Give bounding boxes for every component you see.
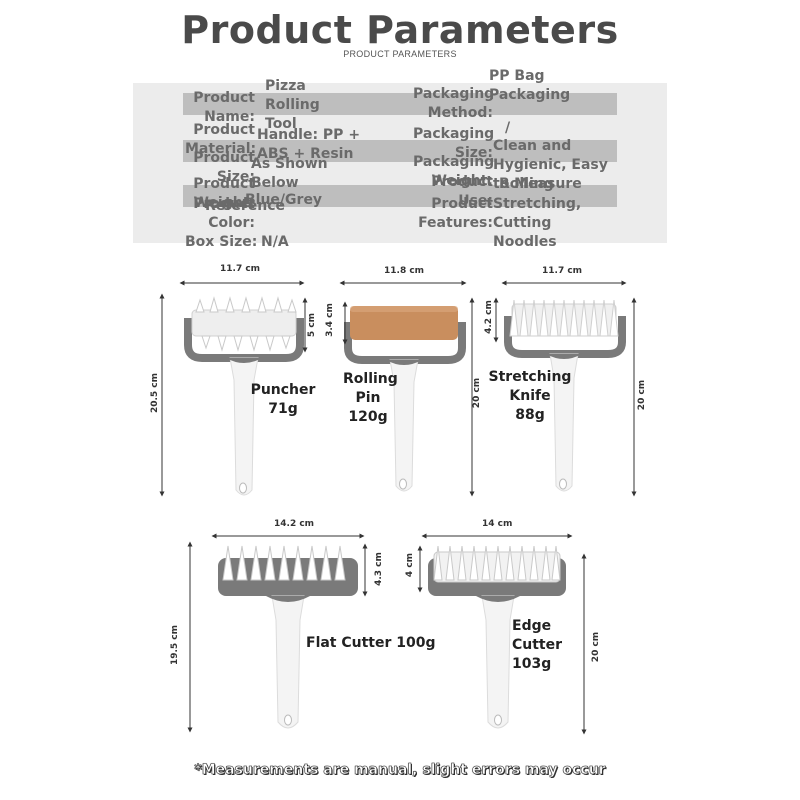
rolling-pin-tool [344,306,466,492]
puncher-weight: 71g [268,401,298,417]
param-label-packaging-size: Packaging Size: [413,126,495,161]
param-value-packaging-method: PP Bag Packaging [489,68,571,103]
edge-cutter-name: Edge Cutter [512,618,563,653]
table-stripe [183,140,617,162]
rolling-pin-height-label: 20 cm [472,377,482,409]
param-value-packaging-size: / [505,120,511,136]
rolling-pin-width-label: 11.8 cm [384,266,425,276]
param-value-box: N/A [261,234,289,250]
edge-cutter-label: Edge Cutter 103g [512,617,568,674]
puncher-name: Puncher [250,382,316,398]
puncher-width-label: 11.7 cm [220,264,261,274]
table-stripe [183,93,617,115]
param-label-weight: Product Weight: [193,176,255,211]
rolling-pin-head-label: 3.4 cm [325,303,335,337]
table-stripe [183,185,617,207]
param-value-size: As Shown Below [251,156,328,191]
puncher-head-label: 5 cm [307,312,317,338]
edge-cutter-width-label: 14 cm [482,519,513,529]
param-value-name: Pizza Rolling Tool [265,78,320,132]
rolling-pin-name: Rolling Pin [343,371,398,406]
param-label-packaging-weight: Packaging Weight: [413,154,495,189]
param-label-name: Product Name: [193,90,255,125]
param-label-use: Product Use: [431,174,493,209]
page-subtitle: PRODUCT PARAMETERS [343,49,457,59]
stretching-knife-weight: 88g [515,407,545,423]
param-label-size: Product Size: [193,150,255,185]
param-value-use: Rolling [499,176,554,192]
stretching-knife-head-label: 4.2 cm [484,300,494,334]
page-title: Product Parameters [181,8,619,52]
param-value-packaging-weight: Clean and Hygienic, Easy to Measure [493,138,608,192]
flat-cutter-width-label: 14.2 cm [274,519,315,529]
puncher-tool [184,296,304,496]
param-value-features: Stretching, Cutting Noodles [493,196,582,250]
param-label-material: Product Material: [185,122,257,157]
measurement-footnote: *Measurements are manual, slight errors … [194,762,606,779]
param-label-box: Box Size: [185,234,258,250]
puncher-label: Puncher 71g [246,381,320,419]
parameters-panel: Product Name: Pizza Rolling Tool Product… [133,68,667,250]
puncher-height-label: 20.5 cm [150,372,160,414]
flat-cutter-name: Flat Cutter [306,635,392,651]
flat-cutter-label: Flat Cutter 100g [306,634,436,653]
param-value-weight: Reference [204,198,285,214]
flat-cutter-weight: 100g [396,635,436,651]
stretching-knife-name: Stretching Knife [488,369,572,404]
stretching-knife-width-label: 11.7 cm [542,266,583,276]
edge-cutter-head-label: 4 cm [405,552,415,578]
flat-cutter-tool [218,545,358,729]
stretching-knife-label: Stretching Knife 88g [486,368,574,425]
rolling-pin-weight: 120g [348,409,388,425]
edge-cutter-height-label: 20 cm [591,631,601,663]
flat-cutter-height-label: 19.5 cm [170,624,180,666]
param-label-color: Product Color: [193,196,255,231]
stretching-knife-tool [504,299,626,492]
param-value-color: Blue/Grey [245,192,323,208]
param-label-features: Product Features: [418,196,493,231]
edge-cutter-tool [428,545,566,729]
edge-cutter-weight: 103g [512,656,552,672]
param-value-material: Handle: PP + ABS + Resin [257,127,361,162]
rolling-pin-label: Rolling Pin 120g [336,370,400,427]
param-label-packaging-method: Packaging Method: [413,86,495,121]
flat-cutter-head-label: 4.3 cm [374,552,384,586]
stretching-knife-height-label: 20 cm [637,379,647,411]
